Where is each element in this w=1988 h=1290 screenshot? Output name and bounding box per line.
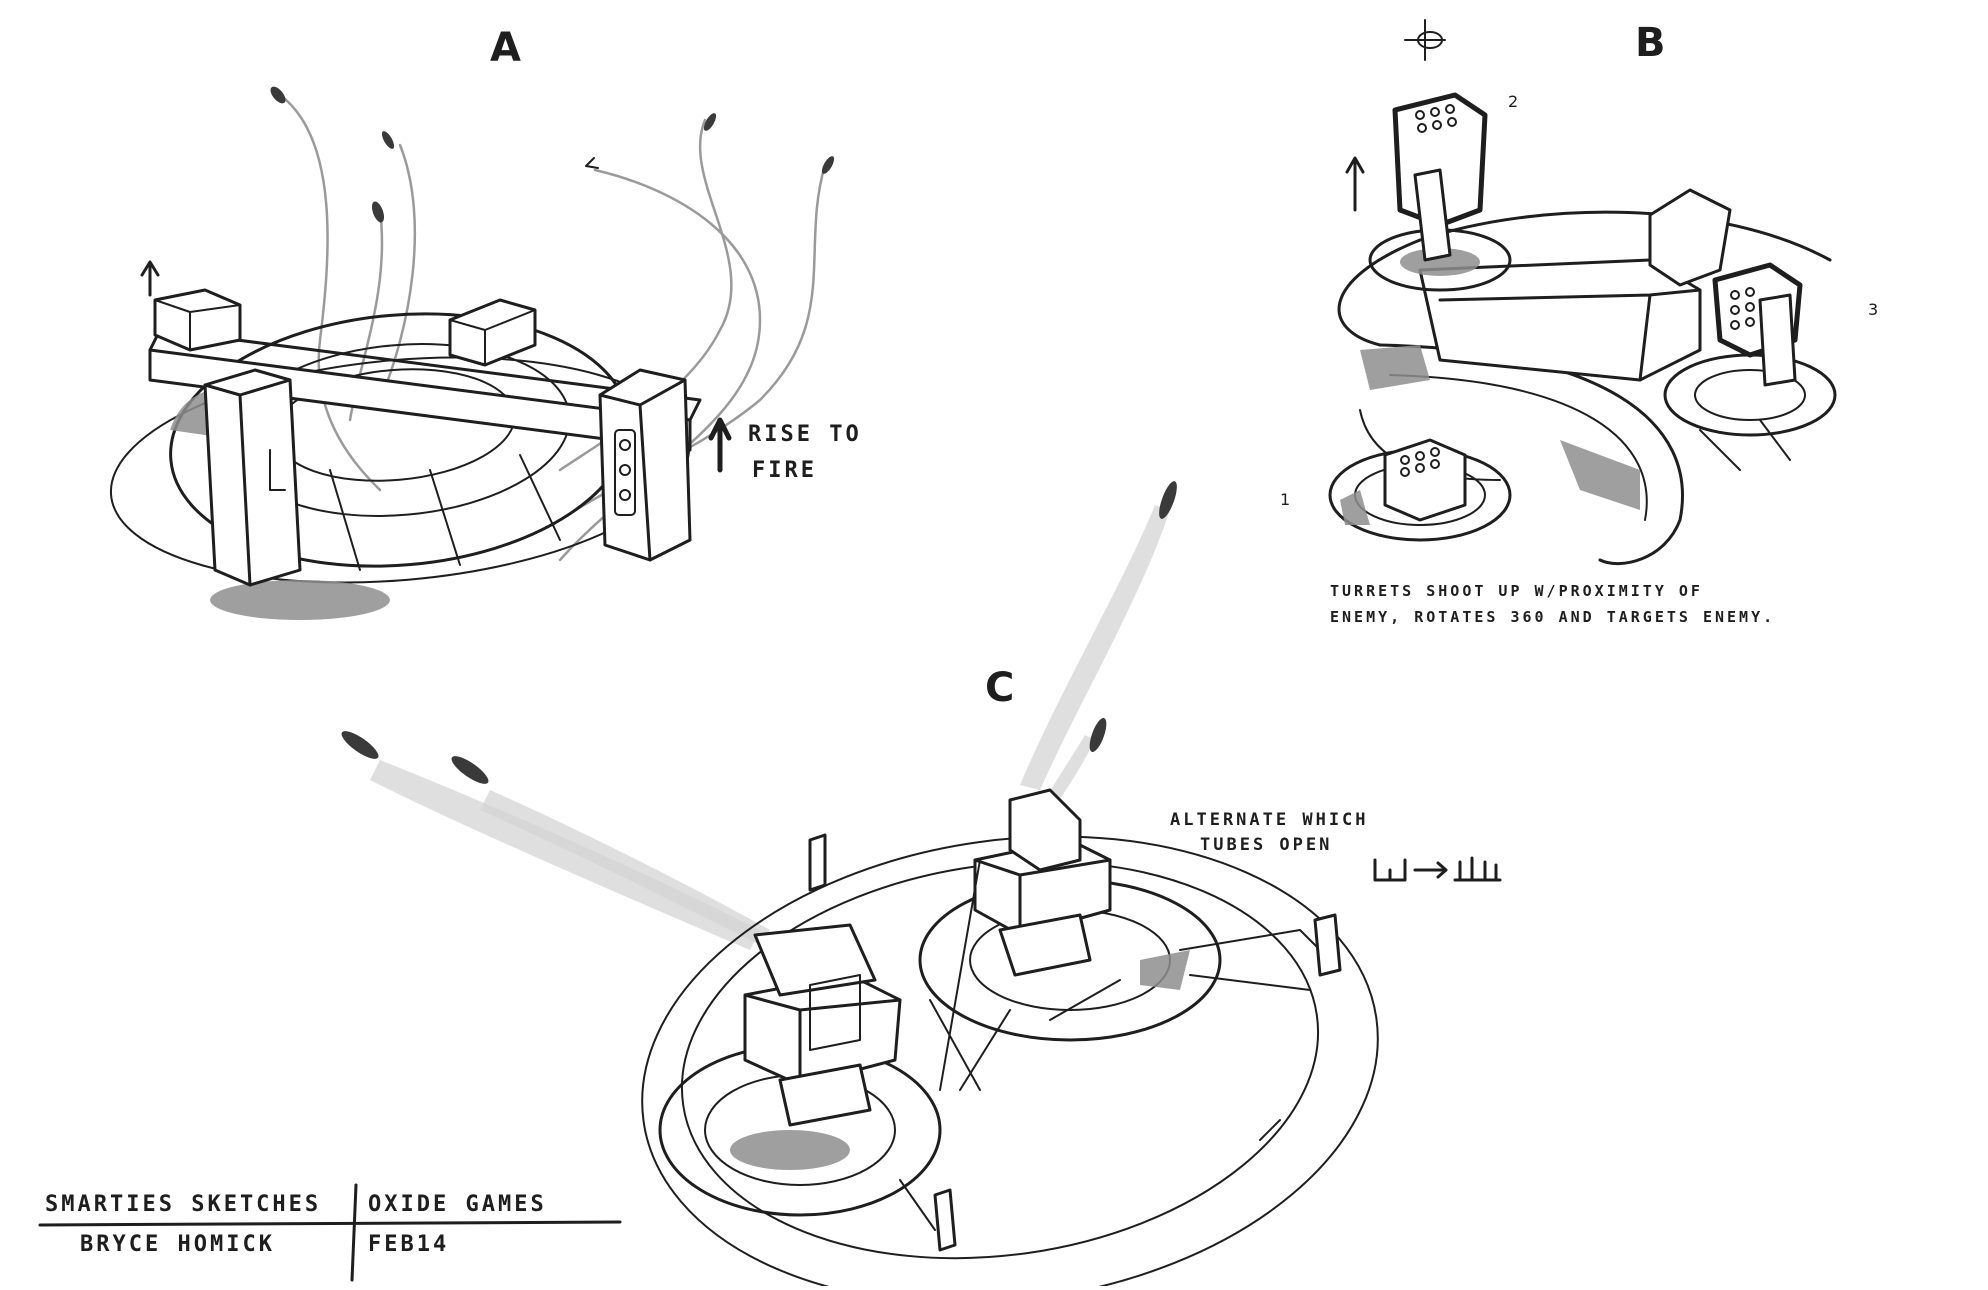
sketch-a-launcher: [109, 86, 835, 620]
sketch-c-note-line1: ALTERNATE WHICH: [1170, 810, 1369, 830]
tube-toggle-diagram: [1373, 856, 1502, 882]
signature-artist: BRYCE HOMICK: [80, 1232, 275, 1257]
signature-date: FEB14: [368, 1232, 450, 1257]
sketch-b-note-line1: TURRETS SHOOT UP W/PROXIMITY OF: [1330, 582, 1703, 600]
signature-studio: OXIDE GAMES: [368, 1192, 547, 1217]
signature-project: SMARTIES SKETCHES: [45, 1192, 322, 1217]
sketch-a-note-line2: FIRE: [752, 458, 817, 483]
sketch-a-note-line1: RISE TO: [748, 422, 862, 447]
turret-number-3: 3: [1868, 300, 1879, 319]
sketch-c-launch-pad: [341, 481, 1379, 1290]
sketch-b-turret-base: [1328, 19, 1837, 566]
turret-number-2: 2: [1508, 92, 1519, 111]
sketch-b-label: B: [1635, 20, 1666, 66]
sketch-a-label: A: [490, 25, 521, 71]
sketch-b-note-line2: ENEMY, ROTATES 360 AND TARGETS ENEMY.: [1330, 608, 1776, 626]
turret-number-1: 1: [1280, 490, 1291, 509]
sketch-c-note-line2: TUBES OPEN: [1200, 835, 1333, 855]
signature-rules: [38, 1183, 622, 1282]
sketch-c-label: C: [985, 665, 1015, 711]
